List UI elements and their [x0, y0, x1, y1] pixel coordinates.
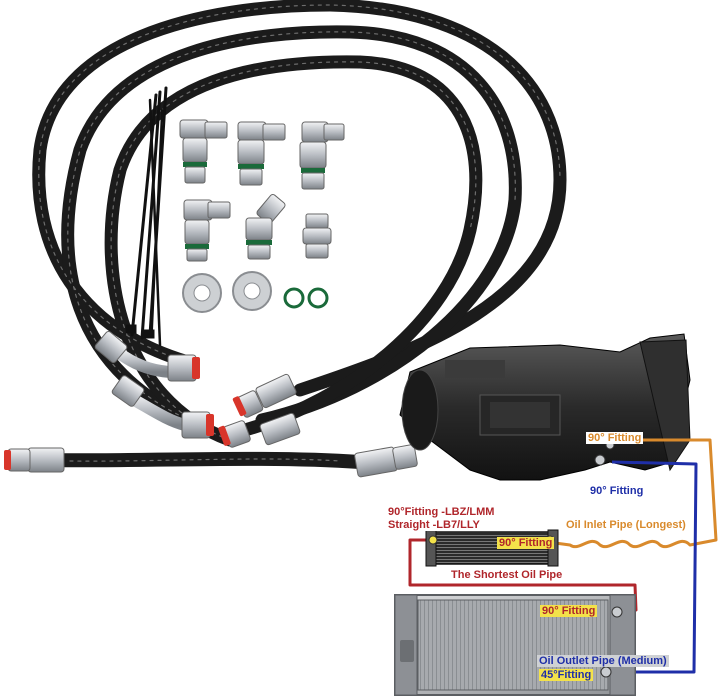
label-shortest-pipe: The Shortest Oil Pipe	[449, 569, 565, 581]
zip-ties	[125, 86, 168, 347]
label-oil-outlet: Oil Outlet Pipe (Medium)	[537, 655, 669, 667]
hose-coil	[32, 0, 567, 469]
hose-end-fittings	[4, 330, 418, 478]
label-90-fitting-top: 90° Fitting	[586, 432, 644, 444]
label-90-fitting-blue: 90° Fitting	[588, 485, 646, 497]
label-lbz-lmm: 90°Fitting -LBZ/LMM	[386, 506, 497, 518]
loose-fittings	[179, 119, 345, 313]
label-oil-inlet: Oil Inlet Pipe (Longest)	[564, 519, 688, 531]
label-45-fitting: 45°Fitting	[539, 669, 594, 681]
label-90-fitting-cooler: 90° Fitting	[497, 537, 555, 549]
radiator	[394, 594, 636, 696]
transmission	[399, 333, 691, 481]
label-lb7-lly: Straight -LB7/LLY	[386, 519, 482, 531]
label-90-fitting-radiator: 90° Fitting	[540, 605, 598, 617]
